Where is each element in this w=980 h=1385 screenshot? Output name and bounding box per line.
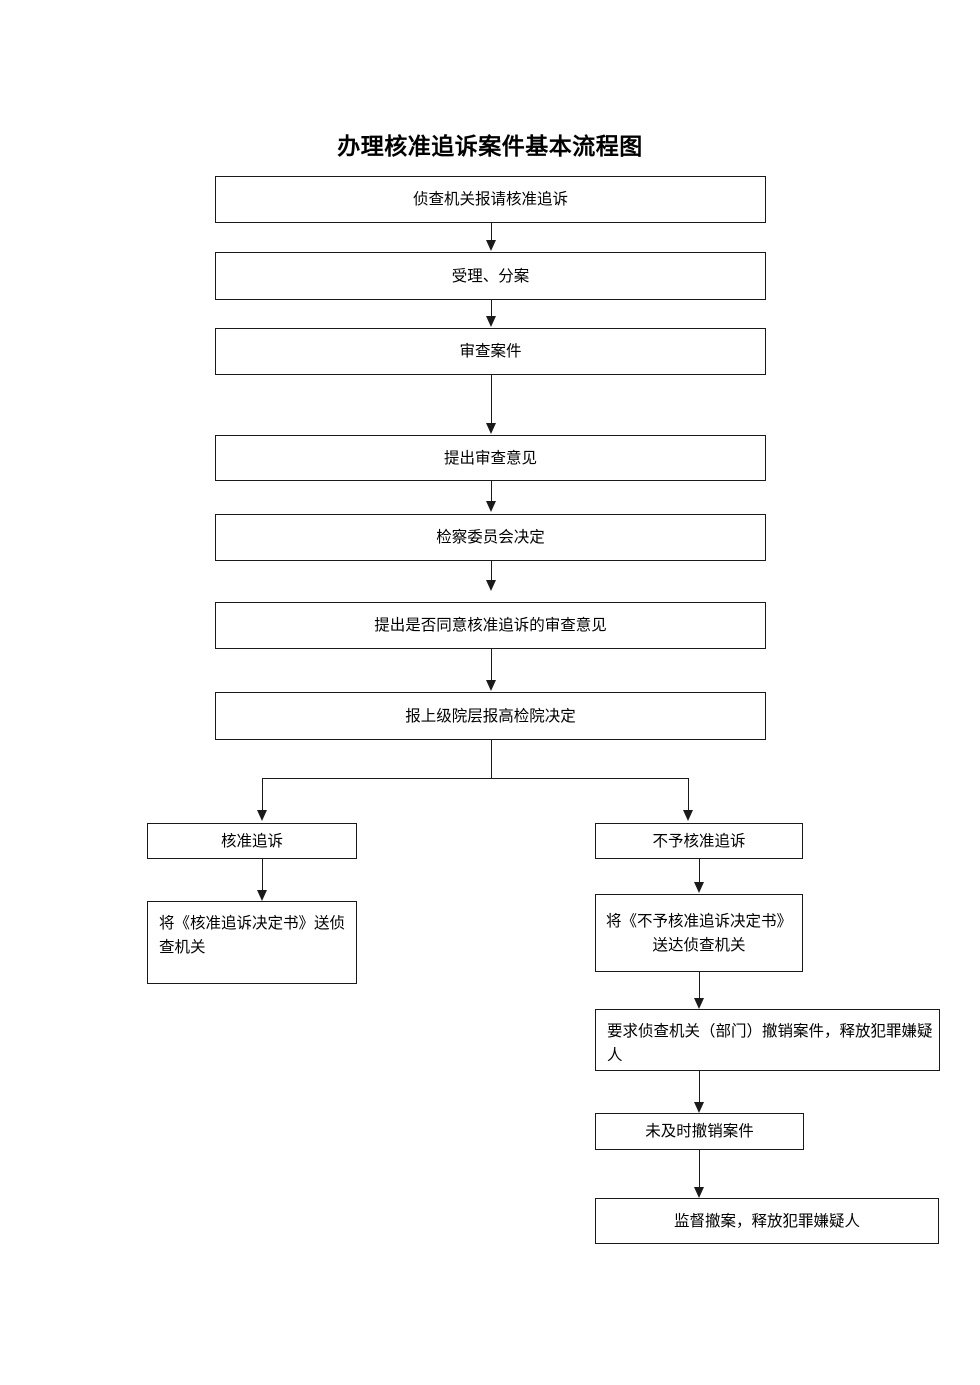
branch-right-arrowhead (683, 810, 693, 821)
edge-n8-n9-line (261, 859, 263, 892)
edge-n1-n2-line (490, 223, 492, 241)
edge-n2-n3-arrowhead (485, 316, 496, 327)
node-accept-assign[interactable]: 受理、分案 (215, 252, 766, 300)
edge-n3-n4-arrowhead (485, 423, 496, 434)
edge-n4-n5-arrowhead (485, 501, 496, 512)
branch-left-drop-line (262, 778, 264, 811)
edge-n3-n4-line (490, 375, 492, 424)
edge-n5-n6-arrowhead (485, 580, 496, 591)
node-label: 要求侦查机关（部门）撤销案件，释放犯罪嫌疑人 (607, 1022, 933, 1065)
edge-n2-n3-line (490, 300, 492, 317)
branch-right-drop-line (688, 778, 690, 811)
edge-n6-n7-line (490, 649, 492, 681)
edge-n11-n12-line (698, 972, 700, 1000)
branch-horizontal-line (262, 778, 689, 780)
edge-n12-n13-line (698, 1071, 700, 1104)
edge-n10-n11-line (698, 859, 700, 884)
edge-n8-n9-arrowhead (256, 890, 267, 901)
edge-n12-n13-arrowhead (693, 1102, 704, 1113)
edge-n11-n12-arrowhead (693, 998, 704, 1009)
edge-n4-n5-line (490, 481, 492, 502)
node-report-to-supreme-procuratorate[interactable]: 报上级院层报高检院决定 (215, 692, 766, 740)
node-require-case-withdrawal[interactable]: 要求侦查机关（部门）撤销案件，释放犯罪嫌疑人 (595, 1009, 940, 1071)
branch-left-arrowhead (257, 810, 267, 821)
node-label: 侦查机关报请核准追诉 (412, 190, 568, 209)
node-submit-review-opinion[interactable]: 提出审查意见 (215, 435, 766, 481)
node-review-case[interactable]: 审查案件 (215, 328, 766, 375)
edge-n13-n14-arrowhead (693, 1187, 704, 1198)
node-label: 提出是否同意核准追诉的审查意见 (374, 616, 607, 635)
node-label: 提出审查意见 (443, 448, 537, 467)
node-report-request[interactable]: 侦查机关报请核准追诉 (215, 176, 766, 223)
edge-n1-n2-arrowhead (485, 240, 496, 251)
edge-n5-n6-line (490, 561, 492, 581)
node-label: 将《核准追诉决定书》送侦查机关 (159, 914, 346, 957)
node-label: 核准追诉 (220, 831, 283, 850)
node-agree-or-not-opinion[interactable]: 提出是否同意核准追诉的审查意见 (215, 602, 766, 649)
node-not-withdrawn-in-time[interactable]: 未及时撤销案件 (595, 1113, 804, 1150)
edge-n6-n7-arrowhead (485, 680, 496, 691)
edge-n13-n14-line (698, 1150, 700, 1189)
node-label: 报上级院层报高检院决定 (405, 706, 576, 725)
node-approve-prosecution[interactable]: 核准追诉 (147, 823, 357, 859)
node-label: 审查案件 (459, 342, 522, 361)
node-label: 未及时撤销案件 (645, 1122, 754, 1141)
node-prosecution-committee-decision[interactable]: 检察委员会决定 (215, 514, 766, 561)
branch-stem-line (490, 740, 492, 779)
node-send-approval-decision[interactable]: 将《核准追诉决定书》送侦查机关 (147, 901, 357, 984)
node-deliver-denial-decision[interactable]: 将《不予核准追诉决定书》送达侦查机关 (595, 894, 803, 972)
node-label: 检察委员会决定 (436, 528, 545, 547)
node-label: 受理、分案 (451, 266, 530, 285)
node-label: 监督撤案，释放犯罪嫌疑人 (673, 1211, 860, 1230)
node-label: 不予核准追诉 (652, 831, 746, 850)
edge-n10-n11-arrowhead (693, 882, 704, 893)
node-label: 将《不予核准追诉决定书》送达侦查机关 (605, 911, 792, 954)
page-title: 办理核准追诉案件基本流程图 (337, 134, 643, 160)
node-deny-prosecution[interactable]: 不予核准追诉 (595, 823, 803, 859)
node-supervise-withdrawal-release[interactable]: 监督撤案，释放犯罪嫌疑人 (595, 1198, 939, 1244)
